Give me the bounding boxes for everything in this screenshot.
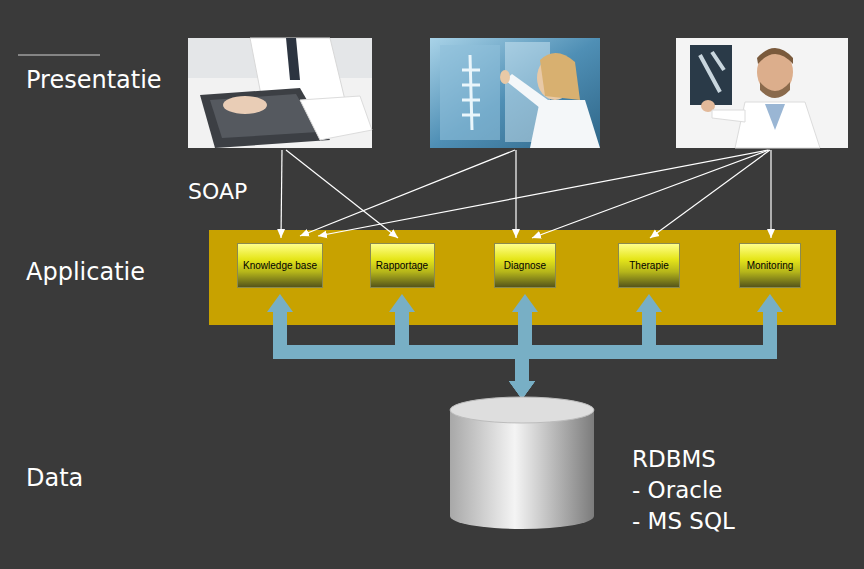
database-heading: RDBMS: [632, 444, 735, 475]
service-name: Rapportage: [376, 260, 428, 272]
data-bus-connector: [267, 294, 535, 399]
bus-line: [402, 311, 522, 382]
layer-label: Applicatie: [26, 258, 145, 287]
soap-arrows: [281, 150, 771, 238]
service-name: Diagnose: [504, 260, 546, 272]
arrow-head: [509, 381, 535, 399]
arrow-head: [636, 294, 662, 312]
service-box: Therapie: [618, 243, 680, 288]
service-name: Knowledge base: [243, 260, 317, 272]
arrow-head: [512, 294, 538, 312]
service-box: Knowledge base: [237, 243, 323, 288]
photo-doctor: [676, 38, 848, 148]
photo-laptop: [188, 38, 372, 148]
bus-line: [280, 311, 522, 382]
protocol-label: SOAP: [188, 179, 247, 205]
rule-line: [18, 55, 100, 56]
data-bus-connector: [389, 294, 535, 399]
database-node: RDBMS- Oracle- MS SQL: [448, 396, 596, 530]
database-item: - MS SQL: [632, 506, 735, 537]
layer-label: Presentatie: [26, 66, 162, 95]
application-band: [209, 230, 836, 325]
arrow-head: [509, 381, 535, 399]
arrow-head: [389, 294, 415, 312]
service-name: Monitoring: [747, 260, 794, 272]
service-box: Monitoring: [739, 243, 801, 288]
database-item: - Oracle: [632, 475, 735, 506]
bus-line: [522, 311, 770, 382]
service-name: Therapie: [629, 260, 668, 272]
photo-xray: [430, 38, 600, 148]
database-caption: RDBMS- Oracle- MS SQL: [632, 444, 735, 537]
service-box: Rapportage: [370, 243, 435, 288]
arrow-head: [757, 294, 783, 312]
database-cylinder: [448, 396, 596, 530]
layer-label: Data: [26, 464, 83, 493]
arrow-head: [509, 381, 535, 399]
service-box: Diagnose: [494, 243, 556, 288]
arrow-head: [267, 294, 293, 312]
data-bus-connector: [509, 294, 783, 399]
arrow-head: [509, 381, 535, 399]
arrow-head: [509, 381, 535, 399]
